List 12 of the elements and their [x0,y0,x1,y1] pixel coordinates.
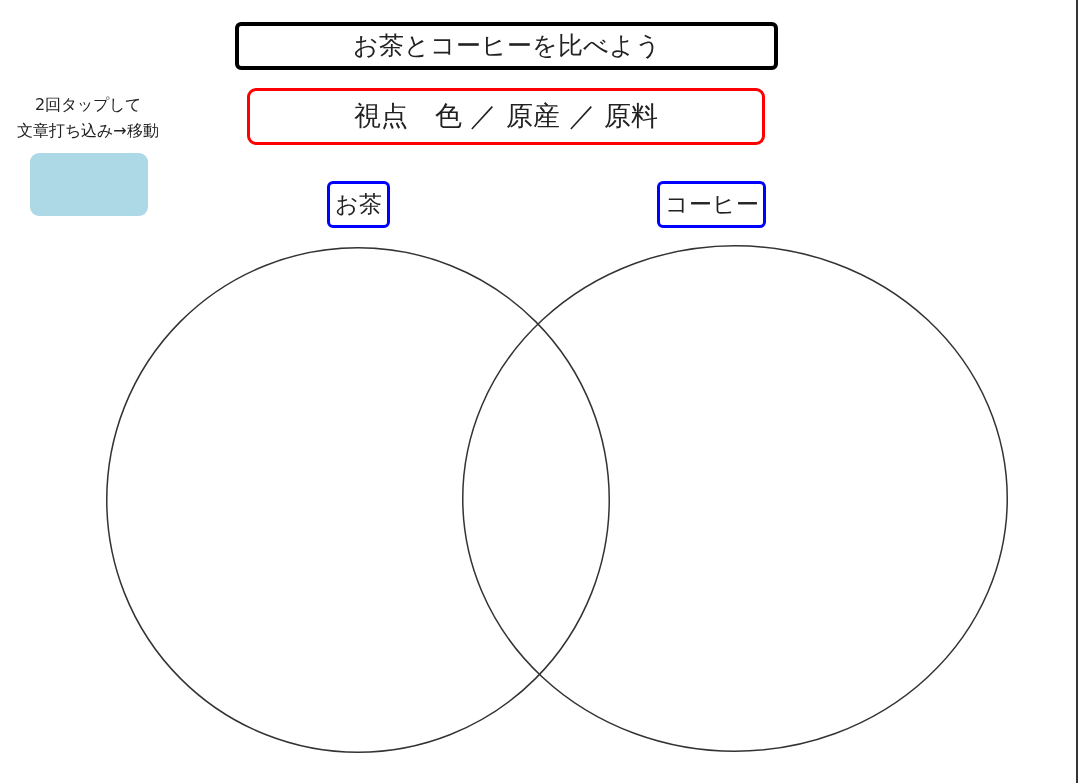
instruction-text: 2回タップして文章打ち込み→移動 [17,94,159,142]
category-text: お茶 [335,190,382,219]
title-box [235,22,778,70]
category-box [657,181,766,228]
category-text: コーヒー [664,190,759,219]
venn-circle [462,245,1008,752]
viewpoint-text: 視点 色 ／ 原産 ／ 原料 [353,100,659,133]
blank-card [30,153,148,216]
title-text: お茶とコーヒーを比べよう [352,31,661,61]
venn-circle [106,247,610,753]
viewpoint-box [247,88,765,145]
category-box [327,181,390,228]
